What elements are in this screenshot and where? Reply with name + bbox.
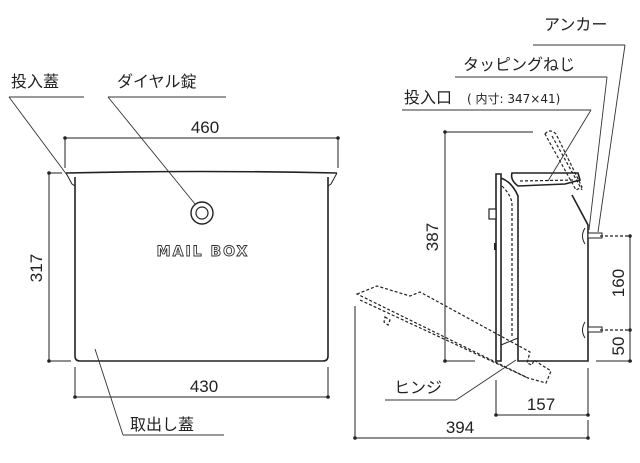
label-hinge-leader xyxy=(455,359,517,401)
svg-text:460: 460 xyxy=(191,118,219,137)
label-dial-lock: ダイヤル錠 xyxy=(117,72,197,91)
hinge-inner-line xyxy=(500,337,519,346)
side-view: アンカー タッピングねじ 投入口 ( 内寸: 347×41) 387 xyxy=(353,15,632,440)
dimension-body-width: 430 xyxy=(73,367,330,399)
slot-lid-left-end xyxy=(65,172,76,187)
handle-icon xyxy=(488,208,497,220)
dimension-depth: 157 xyxy=(494,368,590,417)
label-hinge: ヒンジ xyxy=(394,378,442,397)
label-slot-lid: 投入蓋 xyxy=(11,72,59,91)
svg-text:50: 50 xyxy=(609,337,628,356)
label-slot-lid-leader xyxy=(8,96,68,176)
svg-text:157: 157 xyxy=(527,395,555,414)
svg-text:394: 394 xyxy=(446,418,474,437)
label-anchor: アンカー xyxy=(544,15,607,34)
label-tapping-screw-leader xyxy=(588,76,608,231)
label-takeout-lid-leader xyxy=(94,348,124,436)
takeout-lid-open-ghost xyxy=(355,285,552,384)
takeout-lid-panel xyxy=(495,173,502,362)
dimension-side-height: 387 xyxy=(423,130,533,363)
svg-text:317: 317 xyxy=(27,254,46,282)
dimension-open-depth: 394 xyxy=(353,306,590,440)
anchor-screw-lower-icon xyxy=(582,321,603,339)
takeout-lid-body xyxy=(74,177,329,362)
box-body-side xyxy=(500,177,589,362)
slot-lid-right-end xyxy=(327,172,338,187)
slot-lid-open-ghost xyxy=(544,130,583,191)
dial-lock-icon xyxy=(190,201,214,225)
slot-lid-top-edge xyxy=(65,170,338,174)
inner-lid-dashed xyxy=(501,185,513,338)
dimension-overall-width: 460 xyxy=(63,118,340,168)
svg-text:430: 430 xyxy=(190,377,218,396)
mailbox-emblem: MAIL BOX xyxy=(157,244,250,260)
lock-latch-icon xyxy=(494,243,496,250)
label-dial-lock-leader xyxy=(107,96,196,205)
label-anchor-leader xyxy=(597,44,626,233)
dimension-height: 317 xyxy=(27,171,71,363)
label-slot-inner-size: ( 内寸: 347×41) xyxy=(467,92,560,106)
dimension-bottom-offset: 50 xyxy=(609,337,628,356)
label-slot-opening-leader xyxy=(547,109,592,182)
svg-text:160: 160 xyxy=(609,269,628,297)
label-slot-opening: 投入口 xyxy=(404,88,452,107)
front-view: MAIL BOX 投入蓋 ダイヤル錠 460 317 xyxy=(8,72,340,436)
slot-lid-side xyxy=(510,172,581,187)
anchor-screw-upper-icon xyxy=(582,227,603,245)
svg-text:387: 387 xyxy=(423,223,442,251)
label-tapping-screw: タッピングねじ xyxy=(463,55,575,74)
label-takeout-lid: 取出し蓋 xyxy=(130,415,194,434)
dimension-screw-spacing: 160 xyxy=(596,234,632,363)
